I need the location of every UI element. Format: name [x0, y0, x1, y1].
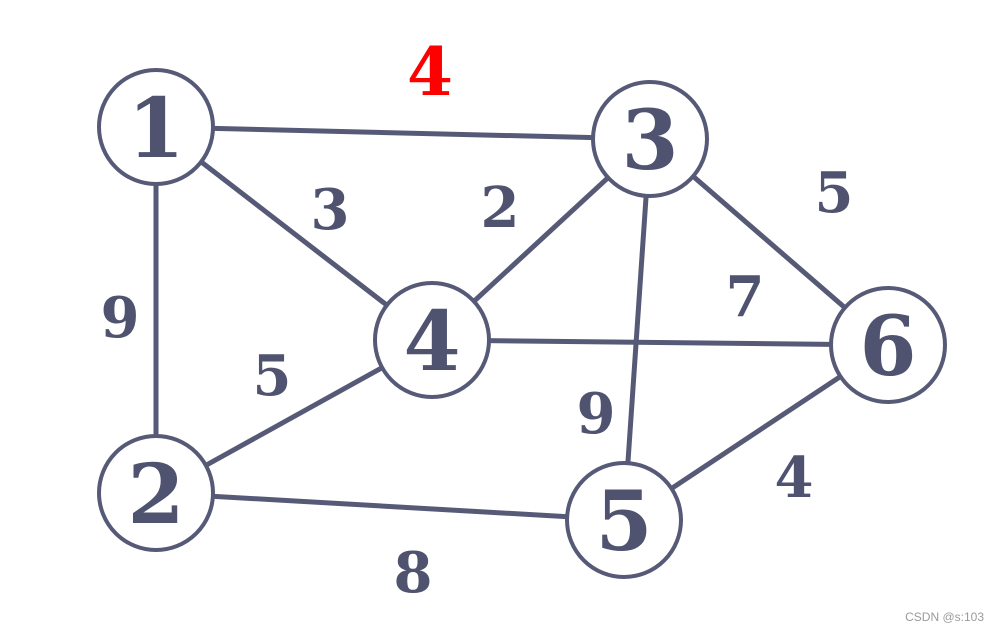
edge-weight-4-6: 7 [726, 264, 765, 330]
edge-weight-2-4: 5 [253, 343, 292, 409]
edge-weight-2-5: 8 [394, 540, 433, 606]
node-label-5: 5 [595, 474, 652, 570]
node-circle-3 [591, 80, 709, 198]
node-label-2: 2 [127, 447, 184, 543]
edge-weight-1-3: 4 [407, 33, 453, 111]
edge-weight-1-4: 3 [311, 177, 350, 243]
edge-weight-3-4: 2 [481, 175, 520, 241]
node-label-6: 6 [859, 299, 916, 395]
node-1: 1 [97, 68, 215, 186]
node-circle-1 [97, 68, 215, 186]
node-circle-4 [373, 281, 491, 399]
edge-weight-3-6: 5 [815, 160, 854, 226]
node-circle-5 [565, 461, 683, 579]
edge-weight-5-6: 4 [775, 445, 814, 511]
edge-4-6 [429, 337, 891, 348]
node-circle-6 [829, 286, 947, 404]
node-3: 3 [591, 80, 709, 198]
edge-weight-3-5: 9 [577, 381, 616, 447]
edge-2-5 [153, 490, 627, 523]
edge-weight-1-2: 9 [101, 285, 140, 351]
node-6: 6 [829, 286, 947, 404]
node-circle-2 [97, 434, 215, 552]
watermark: CSDN @s:103 [905, 610, 984, 624]
node-2: 2 [97, 434, 215, 552]
node-label-4: 4 [403, 294, 460, 390]
node-label-1: 1 [127, 81, 184, 177]
node-5: 5 [565, 461, 683, 579]
edge-3-5 [621, 136, 653, 523]
node-4: 4 [373, 281, 491, 399]
node-label-3: 3 [621, 93, 678, 189]
edge-1-3 [153, 124, 653, 142]
